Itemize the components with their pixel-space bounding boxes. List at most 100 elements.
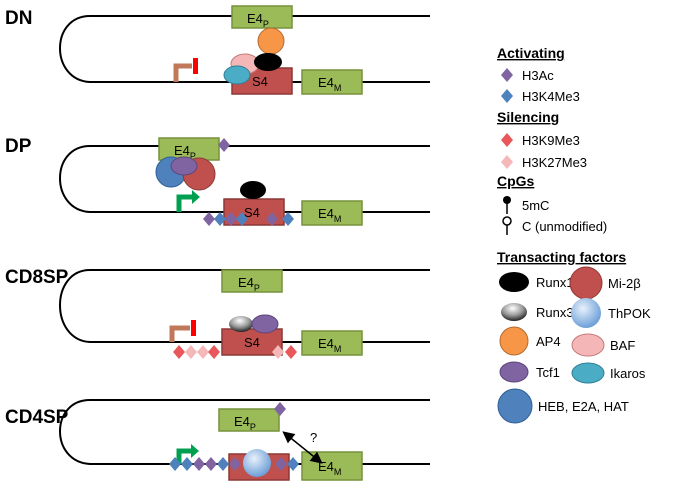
s4-label: S4	[244, 335, 260, 350]
legend-h3ac: H3Ac	[522, 68, 554, 83]
e4p-label: E4P	[234, 414, 256, 432]
promoter-arrow-inactive	[169, 325, 190, 342]
runx1-factor	[254, 53, 282, 71]
h3k27me3-legend-icon	[501, 155, 513, 169]
legend-heading-silencing: Silencing	[497, 109, 559, 125]
legend-thpok: ThPOK	[608, 306, 651, 321]
ikaros-legend-icon	[571, 362, 605, 384]
chromatin-loop	[59, 269, 430, 343]
stage-label-dn: DN	[5, 8, 32, 29]
e4m-box	[301, 69, 363, 95]
ikaros-factor	[223, 65, 251, 85]
s4-box	[221, 328, 283, 356]
h3k4me3-mark	[217, 457, 229, 471]
legend-heading-activating: Activating	[497, 45, 565, 61]
h3k9me3-mark	[208, 345, 220, 359]
runx1-legend-icon	[499, 272, 529, 292]
ap4-legend-icon	[499, 326, 529, 356]
h3k27me3-mark	[197, 345, 209, 359]
legend-baf: BAF	[610, 338, 635, 353]
tcf1-factor	[251, 314, 279, 334]
legend-heading-cpgs: CpGs	[497, 173, 535, 189]
e4p-box	[231, 5, 293, 29]
h3k4me3-mark	[282, 212, 294, 226]
promoter-arrow-active	[176, 448, 192, 464]
h3k9me3-mark	[173, 345, 185, 359]
runx3-legend-icon	[501, 303, 527, 321]
h3ac-mark	[193, 457, 205, 471]
h3k4me3-legend-icon	[501, 89, 513, 103]
h3k4me3-mark	[181, 457, 193, 471]
thpok-factor	[243, 449, 271, 477]
e4p-box	[221, 269, 283, 293]
h3k9me3-mark	[285, 345, 297, 359]
panel-dn: DN E4P S4 E4M	[5, 5, 430, 95]
h3k27me3-mark	[272, 345, 284, 359]
thpok-legend-icon	[571, 298, 601, 328]
unmodified-c-legend-icon	[502, 216, 512, 226]
panel-cd4sp: CD4SP E4P S4 E4M ?	[5, 399, 430, 481]
e4p-box	[218, 408, 280, 432]
e4p-label: E4P	[247, 11, 269, 29]
h3ac-legend-icon	[501, 68, 513, 82]
h3k4me3-mark	[287, 457, 299, 471]
h3ac-mark	[275, 457, 287, 471]
h3ac-mark	[274, 402, 286, 416]
5mc-legend-icon	[503, 196, 511, 204]
h3k27me3-mark	[185, 345, 197, 359]
e4m-label: E4M	[318, 206, 341, 224]
legend-5mc: 5mC	[522, 198, 549, 213]
chromatin-loop	[59, 145, 430, 213]
stop-bar	[193, 58, 198, 74]
s4-label: S4	[252, 74, 268, 89]
legend-c-unmodified: C (unmodified)	[522, 219, 607, 234]
interaction-arrow	[282, 431, 323, 464]
h3ac-mark	[229, 457, 241, 471]
legend-h3k27me3: H3K27Me3	[522, 155, 587, 170]
chromatin-loop	[59, 15, 430, 83]
stage-label-cd4sp: CD4SP	[5, 407, 69, 428]
legend-runx3: Runx3	[536, 305, 574, 320]
mi2b-legend-icon	[569, 266, 603, 300]
heb-e2a-hat-legend-icon	[497, 388, 533, 424]
runx3-factor	[229, 316, 253, 332]
h3k9me3-legend-icon	[501, 133, 513, 147]
h3ac-mark	[266, 212, 278, 226]
question-mark: ?	[310, 430, 317, 445]
h3ac-mark	[218, 138, 230, 152]
legend: Activating H3Ac H3K4Me3 Silencing H3K9Me…	[497, 45, 651, 424]
runx1-factor	[240, 181, 266, 199]
legend-mi2b: Mi-2β	[608, 276, 641, 291]
stop-bar	[191, 320, 196, 336]
h3k4me3-mark	[169, 457, 181, 471]
baf-legend-icon	[571, 333, 605, 357]
legend-ikaros: Ikaros	[610, 366, 646, 381]
chromatin-loop	[59, 399, 430, 465]
s4-label: S4	[244, 205, 260, 220]
legend-heading-factors: Transacting factors	[497, 249, 626, 265]
h3ac-mark	[205, 457, 217, 471]
panel-cd8sp: CD8SP E4P S4 E4M	[5, 267, 430, 359]
legend-heb-e2a-hat: HEB, E2A, HAT	[538, 399, 629, 414]
promoter-arrowhead	[191, 444, 199, 458]
h3ac-mark	[203, 212, 215, 226]
e4m-label: E4M	[318, 75, 341, 93]
legend-ap4: AP4	[536, 334, 561, 349]
legend-tcf1: Tcf1	[536, 365, 560, 380]
legend-runx1: Runx1	[536, 275, 574, 290]
tcf1-factor	[170, 156, 198, 176]
e4m-label: E4M	[318, 336, 341, 354]
e4m-box	[301, 200, 363, 226]
legend-h3k9me3: H3K9Me3	[522, 133, 580, 148]
promoter-arrowhead	[192, 190, 200, 204]
tcf1-legend-icon	[499, 361, 529, 383]
h3k4me3-mark	[214, 212, 226, 226]
promoter-arrow-active	[176, 194, 193, 212]
stage-label-cd8sp: CD8SP	[5, 267, 69, 288]
promoter-arrow-inactive	[173, 63, 192, 82]
e4p-label: E4P	[174, 143, 196, 161]
panel-dp: DP E4P S4 E4M	[5, 136, 430, 226]
h3k4me3-mark	[236, 212, 248, 226]
stage-label-dp: DP	[5, 136, 32, 157]
